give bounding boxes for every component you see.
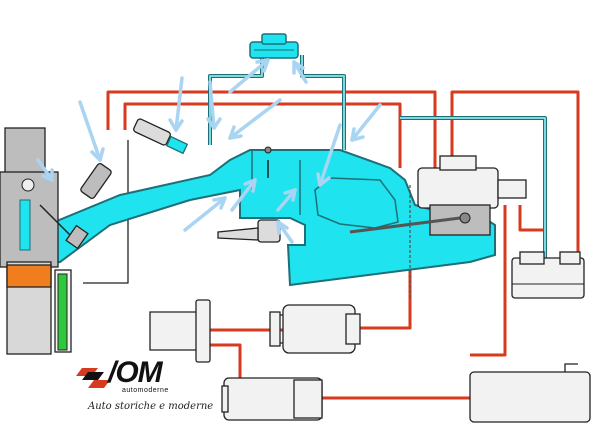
- arrow-icon: [350, 103, 382, 142]
- arrow-icon: [318, 123, 342, 187]
- arrow-icon: [276, 188, 297, 212]
- idle-valve: [217, 146, 281, 243]
- fuel-pump: [221, 377, 323, 421]
- arrow-icon: [228, 58, 270, 94]
- purge-valve-icon: [249, 33, 299, 59]
- logo: /OM automoderne Auto storiche e moderne: [76, 356, 213, 412]
- arrow-icon: [36, 158, 54, 182]
- arrow-icon: [228, 98, 282, 140]
- coolant-jacket: [57, 273, 68, 351]
- port-injector-icon: [80, 163, 112, 199]
- injector-icon: [133, 118, 189, 155]
- fuel-tank-icon: [469, 363, 591, 423]
- logo-subtitle: automoderne: [122, 387, 169, 394]
- arrow-icon: [174, 76, 184, 132]
- throttle-actuator-icon: [349, 155, 527, 300]
- arrow-icon: [230, 178, 257, 212]
- arrow-icon: [208, 80, 216, 130]
- carbon-canister-icon: [269, 304, 361, 354]
- intake-manifold: [18, 149, 496, 287]
- pressure-sensor: [511, 251, 585, 299]
- arrow-icon: [78, 100, 102, 162]
- logo-tagline: Auto storiche e moderne: [87, 401, 213, 412]
- engine-cylinder: [0, 127, 89, 355]
- piston: [6, 264, 52, 288]
- arrow-icon: [183, 196, 227, 232]
- air-flow-arrows: [36, 58, 547, 287]
- fuel-filter: [149, 299, 211, 363]
- logo-wordmark: /OM: [106, 356, 164, 389]
